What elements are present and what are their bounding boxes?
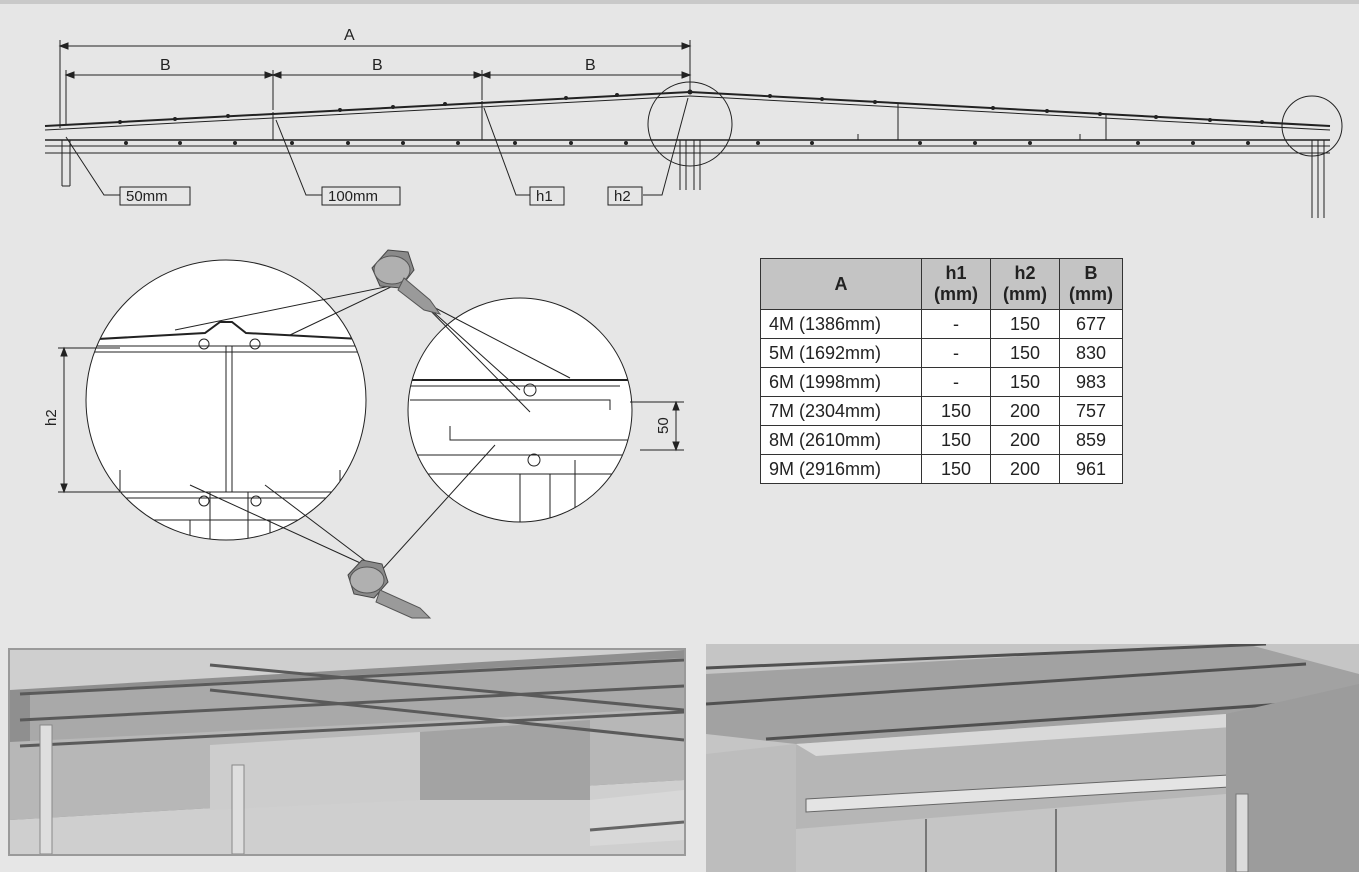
label-50mm: 50mm bbox=[126, 188, 168, 205]
screw-icon-top bbox=[371, 249, 442, 315]
roof-render-left bbox=[10, 650, 684, 854]
dim-B-label-3: B bbox=[585, 57, 596, 74]
cell-h2: 150 bbox=[990, 338, 1060, 368]
cell-b: 983 bbox=[1059, 367, 1123, 397]
header-a: A bbox=[760, 258, 922, 310]
detail-h2-label: h2 bbox=[43, 409, 60, 426]
cell-a: 6M (1998mm) bbox=[760, 367, 922, 397]
cell-a: 7M (2304mm) bbox=[760, 396, 922, 426]
dimension-table: A h1 (mm) h2 (mm) B (mm) 4M (1386mm) - 1… bbox=[760, 258, 1123, 484]
cell-h2: 200 bbox=[990, 396, 1060, 426]
cell-a: 4M (1386mm) bbox=[760, 309, 922, 339]
roof-render-right bbox=[706, 644, 1359, 872]
cell-a: 8M (2610mm) bbox=[760, 425, 922, 455]
fixing-detail-drawing: h2 50 bbox=[43, 249, 684, 619]
dim-B-label-1: B bbox=[160, 57, 171, 74]
roof-elevation-drawing: A B B B 50mm 100mm h1 h2 bbox=[44, 27, 1343, 218]
roof-photo-left bbox=[8, 648, 686, 856]
dim-B-label-2: B bbox=[372, 57, 383, 74]
table-row: 5M (1692mm) - 150 830 bbox=[760, 338, 1123, 368]
cell-h1: 150 bbox=[921, 454, 991, 484]
cell-h1: - bbox=[921, 309, 991, 339]
table-header-row: A h1 (mm) h2 (mm) B (mm) bbox=[760, 258, 1123, 310]
roof-photo-right bbox=[706, 644, 1359, 872]
header-h2: h2 (mm) bbox=[990, 258, 1060, 310]
cell-a: 5M (1692mm) bbox=[760, 338, 922, 368]
label-100mm: 100mm bbox=[328, 188, 378, 205]
screw-icon-bottom bbox=[347, 559, 432, 619]
table-row: 9M (2916mm) 150 200 961 bbox=[760, 454, 1123, 484]
dim-A-label: A bbox=[344, 27, 355, 44]
cell-h1: - bbox=[921, 367, 991, 397]
cell-h2: 150 bbox=[990, 309, 1060, 339]
cell-h1: 150 bbox=[921, 425, 991, 455]
cell-b: 830 bbox=[1059, 338, 1123, 368]
cell-h2: 200 bbox=[990, 425, 1060, 455]
cell-h2: 200 bbox=[990, 454, 1060, 484]
table-row: 6M (1998mm) - 150 983 bbox=[760, 367, 1123, 397]
header-h1: h1 (mm) bbox=[921, 258, 991, 310]
cell-a: 9M (2916mm) bbox=[760, 454, 922, 484]
table-row: 4M (1386mm) - 150 677 bbox=[760, 309, 1123, 339]
cell-h2: 150 bbox=[990, 367, 1060, 397]
label-h1: h1 bbox=[536, 188, 553, 205]
table-row: 8M (2610mm) 150 200 859 bbox=[760, 425, 1123, 455]
top-border bbox=[0, 0, 1359, 4]
header-b: B (mm) bbox=[1059, 258, 1123, 310]
detail-50-label: 50 bbox=[655, 417, 672, 434]
cell-b: 961 bbox=[1059, 454, 1123, 484]
label-h2: h2 bbox=[614, 188, 631, 205]
table-row: 7M (2304mm) 150 200 757 bbox=[760, 396, 1123, 426]
cell-b: 859 bbox=[1059, 425, 1123, 455]
cell-b: 677 bbox=[1059, 309, 1123, 339]
cell-h1: 150 bbox=[921, 396, 991, 426]
cell-b: 757 bbox=[1059, 396, 1123, 426]
cell-h1: - bbox=[921, 338, 991, 368]
